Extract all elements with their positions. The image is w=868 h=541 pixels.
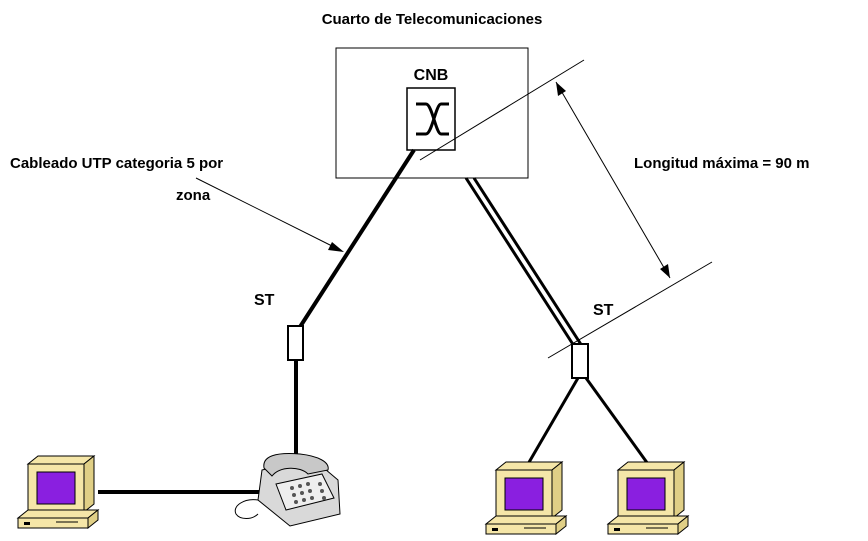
computer-icon	[17, 455, 99, 529]
switch-icon	[406, 87, 456, 151]
cable-label-line1: Cableado UTP categoria 5 por	[10, 155, 223, 172]
cable-label-line2: zona	[176, 187, 211, 204]
telephone-icon	[234, 453, 341, 527]
st-right-label: ST	[593, 302, 614, 319]
length-dimension	[419, 59, 713, 359]
right-cable	[464, 177, 584, 347]
outlet-icon	[571, 343, 589, 379]
computer-icon	[485, 461, 567, 535]
st-left-label: ST	[254, 292, 275, 309]
outlet-icon	[287, 325, 304, 361]
length-label: Longitud máxima = 90 m	[634, 155, 809, 172]
telecom-room-title: Cuarto de Telecomunicaciones	[322, 11, 543, 28]
cnb-label: CNB	[414, 67, 449, 84]
cable-label-pointer	[195, 177, 344, 252]
right-branch-cables	[526, 377, 650, 465]
computer-icon	[607, 461, 689, 535]
left-cable	[98, 148, 416, 494]
